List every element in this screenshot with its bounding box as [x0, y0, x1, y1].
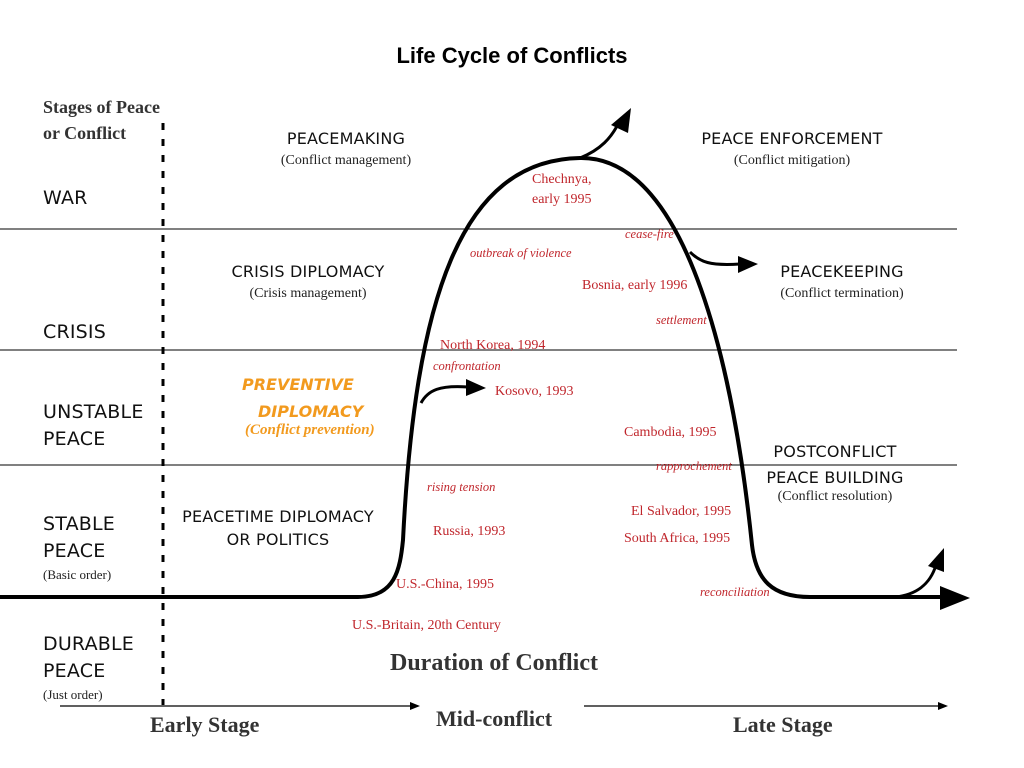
stage-stable-sub: (Basic order) [43, 567, 112, 582]
preventive-diplomacy-sub: (Conflict prevention) [245, 422, 375, 438]
stages-header-line1: Stages of Peace [43, 97, 160, 117]
stages-header-line2: or Conflict [43, 123, 127, 143]
peacekeeping-arrow [688, 250, 741, 266]
phase-ceasefire: cease-fire [625, 227, 674, 241]
stage-stable-line1: STABLE [43, 513, 116, 535]
peacemaking-label: PEACEMAKING [286, 129, 406, 148]
example-north-korea: North Korea, 1994 [440, 338, 546, 353]
stage-unstable-line2: PEACE [43, 428, 106, 450]
example-bosnia: Bosnia, early 1996 [582, 278, 688, 293]
example-us-china: U.S.-China, 1995 [396, 577, 494, 592]
page-title: Life Cycle of Conflicts [396, 43, 628, 68]
peacetime-line1: PEACETIME DIPLOMACY [182, 507, 374, 526]
axis-late-stage: Late Stage [733, 712, 833, 737]
resolution-arrow [894, 564, 938, 599]
axis-duration-label: Duration of Conflict [390, 650, 598, 676]
phase-reconciliation: reconciliation [700, 585, 770, 599]
peacetime-line2: OR POLITICS [226, 530, 330, 549]
stage-unstable-line1: UNSTABLE [43, 401, 144, 423]
stage-war: WAR [43, 187, 88, 209]
postconflict-sub: (Conflict resolution) [777, 489, 893, 504]
phase-rapprochement: rapprochement [656, 459, 732, 473]
prevention-arrowhead [466, 379, 486, 396]
phase-outbreak: outbreak of violence [470, 246, 572, 260]
preventive-diplomacy-line2: DIPLOMACY [258, 402, 364, 421]
postconflict-line1: POSTCONFLICT [773, 442, 897, 461]
example-chechnya-line1: Chechnya, [532, 172, 592, 187]
peace-enforcement-label: PEACE ENFORCEMENT [701, 129, 883, 148]
phase-settlement: settlement [656, 313, 707, 327]
peace-enforcement-sub: (Conflict mitigation) [733, 153, 851, 168]
peacekeeping-label: PEACEKEEPING [780, 262, 904, 281]
example-russia: Russia, 1993 [433, 524, 506, 539]
example-el-salvador: El Salvador, 1995 [631, 504, 732, 519]
crisis-diplomacy-label: CRISIS DIPLOMACY [231, 262, 385, 281]
phase-confrontation: confrontation [433, 359, 501, 373]
example-south-africa: South Africa, 1995 [624, 531, 731, 546]
example-kosovo: Kosovo, 1993 [495, 384, 574, 399]
example-cambodia: Cambodia, 1995 [624, 425, 717, 440]
stage-stable-line2: PEACE [43, 540, 106, 562]
phase-rising-tension: rising tension [427, 480, 496, 494]
axis-mid-conflict: Mid-conflict [436, 706, 553, 731]
axis-early-stage: Early Stage [150, 712, 260, 737]
stage-durable-line1: DURABLE [43, 633, 134, 655]
postconflict-line2: PEACE BUILDING [766, 468, 904, 487]
stage-crisis: CRISIS [43, 321, 106, 343]
peacekeeping-arrowhead [738, 256, 758, 273]
example-chechnya-line2: early 1995 [532, 192, 592, 207]
stage-durable-line2: PEACE [43, 660, 106, 682]
prevention-arrow [419, 385, 469, 404]
preventive-diplomacy-line1: PREVENTIVE [242, 375, 354, 394]
crisis-diplomacy-sub: (Crisis management) [249, 286, 367, 301]
stage-durable-sub: (Just order) [43, 687, 103, 702]
resolution-arrowhead [928, 548, 944, 572]
example-us-britain: U.S.-Britain, 20th Century [352, 618, 501, 633]
peacekeeping-sub: (Conflict termination) [780, 286, 904, 301]
escalation-arrowhead [611, 108, 631, 133]
peacemaking-sub: (Conflict management) [280, 153, 412, 168]
baseline-arrowhead [940, 586, 970, 610]
